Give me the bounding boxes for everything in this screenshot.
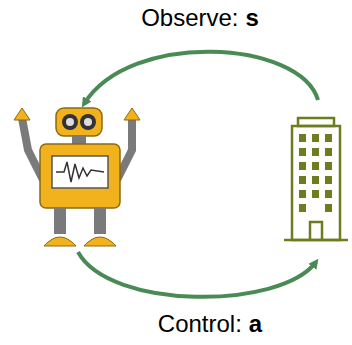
building-window <box>325 162 332 170</box>
building-window <box>325 134 332 142</box>
control-label: Control: a <box>158 312 262 336</box>
building-icon <box>284 118 348 240</box>
building-window <box>299 176 306 184</box>
observe-label: Observe: s <box>141 6 259 30</box>
building-window <box>325 176 332 184</box>
control-arrow <box>78 252 316 297</box>
variable-name: s <box>246 4 259 31</box>
label-text: Observe: <box>141 4 238 31</box>
building-window <box>312 148 319 156</box>
building-window <box>299 162 306 170</box>
building-window <box>299 204 306 212</box>
building-window <box>325 190 332 198</box>
building-window <box>325 204 332 212</box>
label-text: Control: <box>158 310 242 337</box>
building-window <box>312 134 319 142</box>
building-window <box>312 190 319 198</box>
building-window <box>312 162 319 170</box>
variable-name: a <box>249 310 262 337</box>
building-window <box>299 148 306 156</box>
building-window <box>299 190 306 198</box>
building-window <box>299 134 306 142</box>
observe-arrow <box>84 52 318 104</box>
robot-illustration <box>14 108 140 246</box>
building-window <box>312 176 319 184</box>
building-window <box>325 148 332 156</box>
